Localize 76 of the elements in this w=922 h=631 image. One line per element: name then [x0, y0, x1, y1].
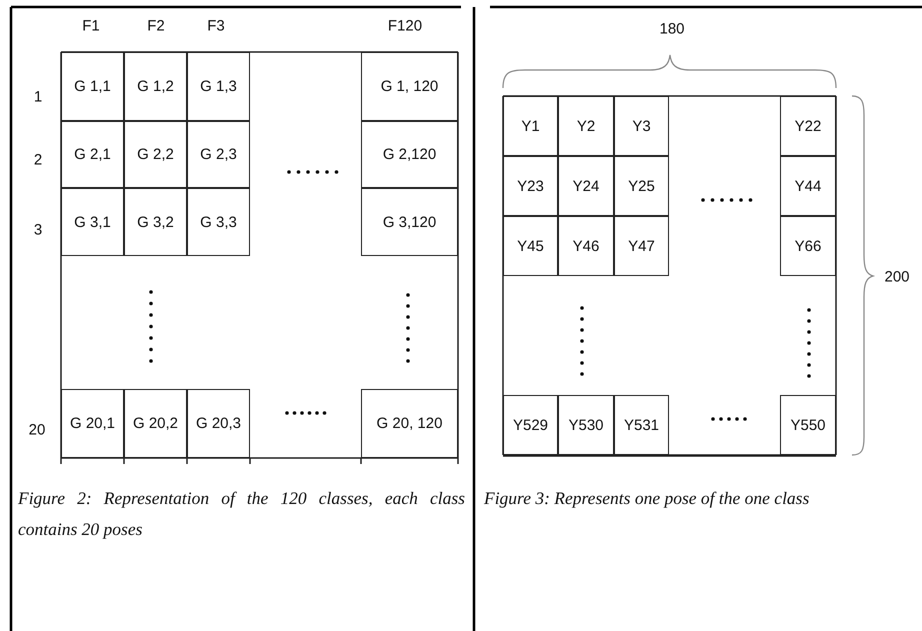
grid-cell [558, 216, 614, 276]
grid-cell [614, 395, 669, 455]
cell-text: G 2,3 [200, 146, 237, 163]
grid-cell [361, 121, 458, 188]
grid-cell [503, 96, 558, 156]
grid-cell [124, 121, 187, 188]
grid-cell [503, 216, 558, 276]
cell-text: G 1, 120 [380, 78, 438, 95]
cell-text: G 3,120 [382, 214, 436, 230]
figure-caption: Figure 2: Representation of the 120 classes, each class contains 20 poses [18, 487, 465, 541]
grid-cell [780, 156, 836, 216]
cell-text: G 3,3 [200, 214, 237, 230]
cell-text: G 3,2 [137, 214, 174, 230]
grid-cell [61, 389, 124, 458]
cell-text: G 20,1 [70, 415, 116, 432]
grid-cell [124, 389, 187, 458]
cell-text: G 1,2 [137, 78, 174, 95]
cell-text: G 1,1 [74, 78, 111, 95]
cell-text: Y44 [794, 178, 822, 194]
grid-cell [124, 52, 187, 121]
cell-text: G 20,3 [196, 415, 242, 432]
cell-text: Y22 [794, 118, 822, 134]
column-header: F2 [147, 18, 165, 34]
cell-text: Y3 [632, 118, 651, 134]
grid-cell [361, 52, 458, 121]
column-header: F3 [207, 18, 225, 34]
dimension-label: 200 [884, 268, 910, 286]
grid-cell [187, 389, 250, 458]
grid-cell [187, 188, 250, 256]
grid-cell [124, 188, 187, 256]
cell-text: Y24 [572, 178, 600, 194]
row-number: 3 [34, 222, 42, 238]
cell-text: Y531 [624, 416, 660, 434]
row-number: 2 [34, 152, 42, 168]
grid-cell [614, 216, 669, 276]
grid-cell [61, 52, 124, 121]
cell-text: G 2,2 [137, 146, 174, 163]
grid-cell [558, 395, 614, 455]
grid-cell [503, 156, 558, 216]
cell-text: Y530 [568, 416, 604, 434]
grid-cell [61, 121, 124, 188]
grid-cell [61, 188, 124, 256]
cell-text: G 2,120 [382, 146, 436, 163]
cell-text: Y46 [572, 238, 600, 254]
column-header: F1 [82, 18, 100, 34]
grid-cell [503, 395, 558, 455]
grid-cell [614, 156, 669, 216]
figure-caption: Figure 3: Represents one pose of the one class [484, 487, 810, 510]
grid-cell [780, 395, 836, 455]
column-header: F120 [388, 18, 422, 34]
cell-text: G 20, 120 [376, 415, 442, 432]
grid-cell [614, 96, 669, 156]
grid-cell [187, 121, 250, 188]
cell-text: Y550 [790, 416, 826, 434]
cell-text: G 1,3 [200, 78, 237, 95]
cell-text: Y2 [576, 118, 596, 134]
cell-text: Y1 [521, 118, 540, 134]
cell-text: Y66 [794, 238, 822, 254]
cell-text: Y45 [517, 238, 544, 254]
cell-text: G 3,1 [74, 214, 111, 230]
row-number: 20 [28, 422, 46, 438]
grid-cell [780, 96, 836, 156]
grid-cell [780, 216, 836, 276]
cell-text: Y23 [517, 178, 544, 194]
cell-text: Y25 [628, 178, 655, 194]
grid-cell [361, 188, 458, 256]
dimension-label: 180 [659, 20, 685, 38]
grid-cell [558, 156, 614, 216]
cell-text: G 2,1 [74, 146, 111, 163]
grid-cell [558, 96, 614, 156]
grid-cell [361, 389, 458, 458]
cell-text: Y529 [512, 416, 548, 434]
cell-text: Y47 [628, 238, 655, 254]
cell-text: G 20,2 [132, 415, 178, 432]
row-number: 1 [34, 88, 42, 106]
grid-cell [187, 52, 250, 121]
